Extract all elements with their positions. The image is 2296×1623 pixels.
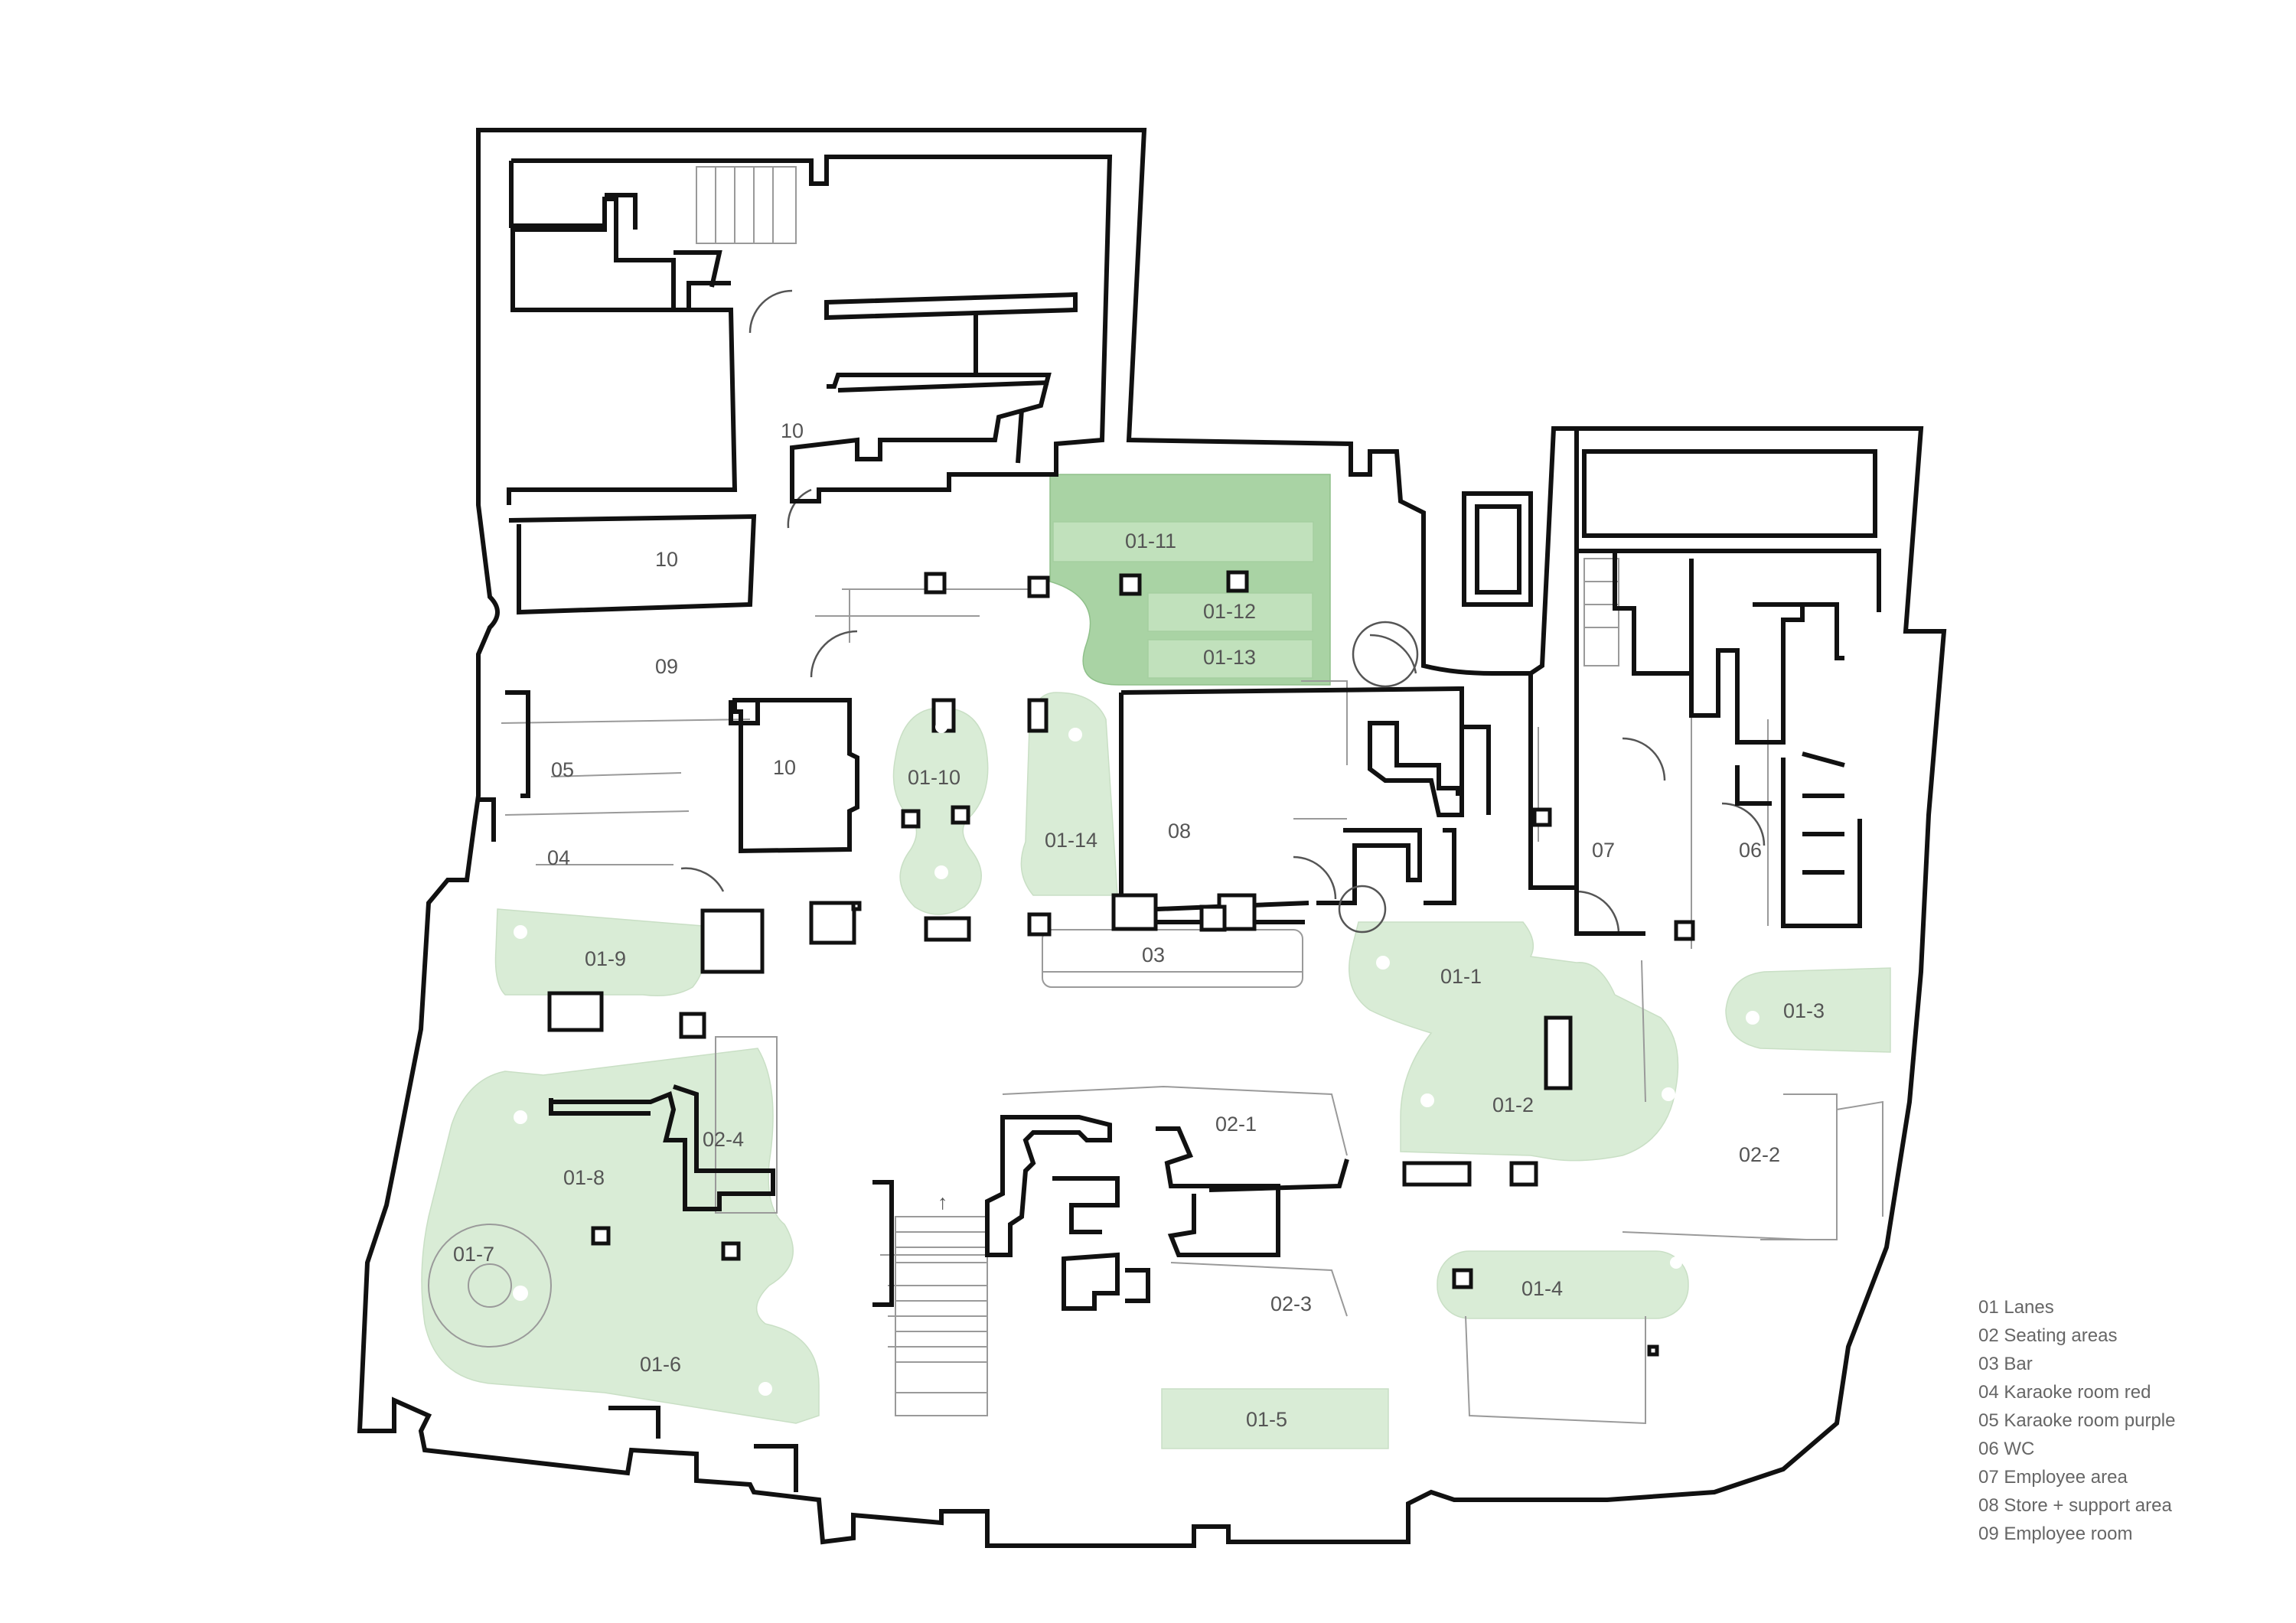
door-swing — [748, 289, 793, 334]
room-label-07: 07 — [1592, 839, 1615, 862]
north-arrow-icon: ↑ — [938, 1191, 948, 1214]
lane-label-01-4: 01-4 — [1521, 1277, 1563, 1300]
legend-item: 08 Store + support area — [1978, 1495, 2172, 1516]
lane-label-01-9: 01-9 — [585, 947, 626, 970]
seating-label-02-2: 02-2 — [1739, 1143, 1780, 1166]
room-label-04: 04 — [547, 846, 570, 869]
legend-item: 04 Karaoke room red — [1978, 1382, 2151, 1403]
door-swing — [1576, 890, 1620, 934]
columns — [547, 570, 1695, 1357]
legend-item: 02 Seating areas — [1978, 1325, 2117, 1346]
room-label-05: 05 — [551, 758, 574, 781]
lane-label-01-7: 01-7 — [453, 1243, 494, 1266]
door-swing — [1721, 802, 1766, 846]
lane-label-01-1: 01-1 — [1440, 965, 1482, 988]
equipment-box — [1462, 491, 1533, 607]
lane-01-12-strip — [1147, 592, 1313, 632]
legend-item: 03 Bar — [1978, 1354, 2033, 1374]
lane-01-3-area — [1725, 967, 1891, 1053]
room-label-08: 08 — [1168, 820, 1191, 842]
walls — [357, 128, 1947, 1548]
door-swing — [680, 867, 725, 892]
lane-label-01-3: 01-3 — [1783, 999, 1825, 1022]
legend-item: 01 Lanes — [1978, 1297, 2054, 1318]
lane-01-8-area — [421, 1048, 820, 1424]
lane-01-4-area — [1437, 1250, 1689, 1319]
lane-label-01-11: 01-11 — [1125, 530, 1176, 552]
door-swing — [787, 488, 812, 529]
lane-label-01-12: 01-12 — [1203, 600, 1256, 623]
lane-label-01-8: 01-8 — [563, 1166, 605, 1189]
stairs-upper — [696, 166, 797, 244]
lane-label-01-13: 01-13 — [1203, 646, 1256, 669]
room-label-06: 06 — [1739, 839, 1762, 862]
lane-01-5-area — [1161, 1388, 1389, 1449]
seating-label-02-3: 02-3 — [1270, 1292, 1312, 1315]
lane-label-01-6: 01-6 — [640, 1353, 681, 1376]
labels: 10 10 10 09 05 04 08 03 07 06 01-1 01-2 … — [453, 419, 1825, 1431]
lane-label-01-14: 01-14 — [1045, 829, 1097, 852]
room-label-10: 10 — [773, 756, 796, 779]
room-label-10: 10 — [655, 548, 678, 571]
outer-wall — [357, 128, 1947, 1548]
lane-01-13-strip — [1147, 639, 1313, 679]
detail-lines — [428, 166, 1883, 1425]
seating-label-02-1: 02-1 — [1215, 1113, 1257, 1136]
legend-item: 09 Employee room — [1978, 1524, 2132, 1544]
legend-item: 05 Karaoke room purple — [1978, 1410, 2175, 1431]
legend-item: 07 Employee area — [1978, 1467, 2128, 1488]
door-swing — [810, 630, 858, 678]
door-swing — [1293, 855, 1337, 900]
lane-markers — [513, 721, 1760, 1396]
stairs-lower — [895, 1216, 988, 1416]
legend: 01 Lanes 02 Seating areas 03 Bar 04 Kara… — [1978, 1297, 2175, 1544]
seating-label-02-4: 02-4 — [703, 1128, 744, 1151]
lane-01-1-area — [1349, 921, 1679, 1162]
room-label-09: 09 — [655, 655, 678, 678]
legend-item: 06 WC — [1978, 1439, 2034, 1459]
lane-label-01-2: 01-2 — [1492, 1093, 1534, 1116]
door-swing — [1622, 737, 1666, 781]
lane-01-11-strip — [1052, 521, 1314, 562]
room-label-10: 10 — [781, 419, 804, 442]
door-swing — [1369, 634, 1417, 674]
lane-label-01-5: 01-5 — [1246, 1408, 1287, 1431]
room-label-03: 03 — [1142, 943, 1165, 966]
lane-01-10-area — [892, 707, 989, 915]
lane-label-01-10: 01-10 — [908, 766, 960, 789]
